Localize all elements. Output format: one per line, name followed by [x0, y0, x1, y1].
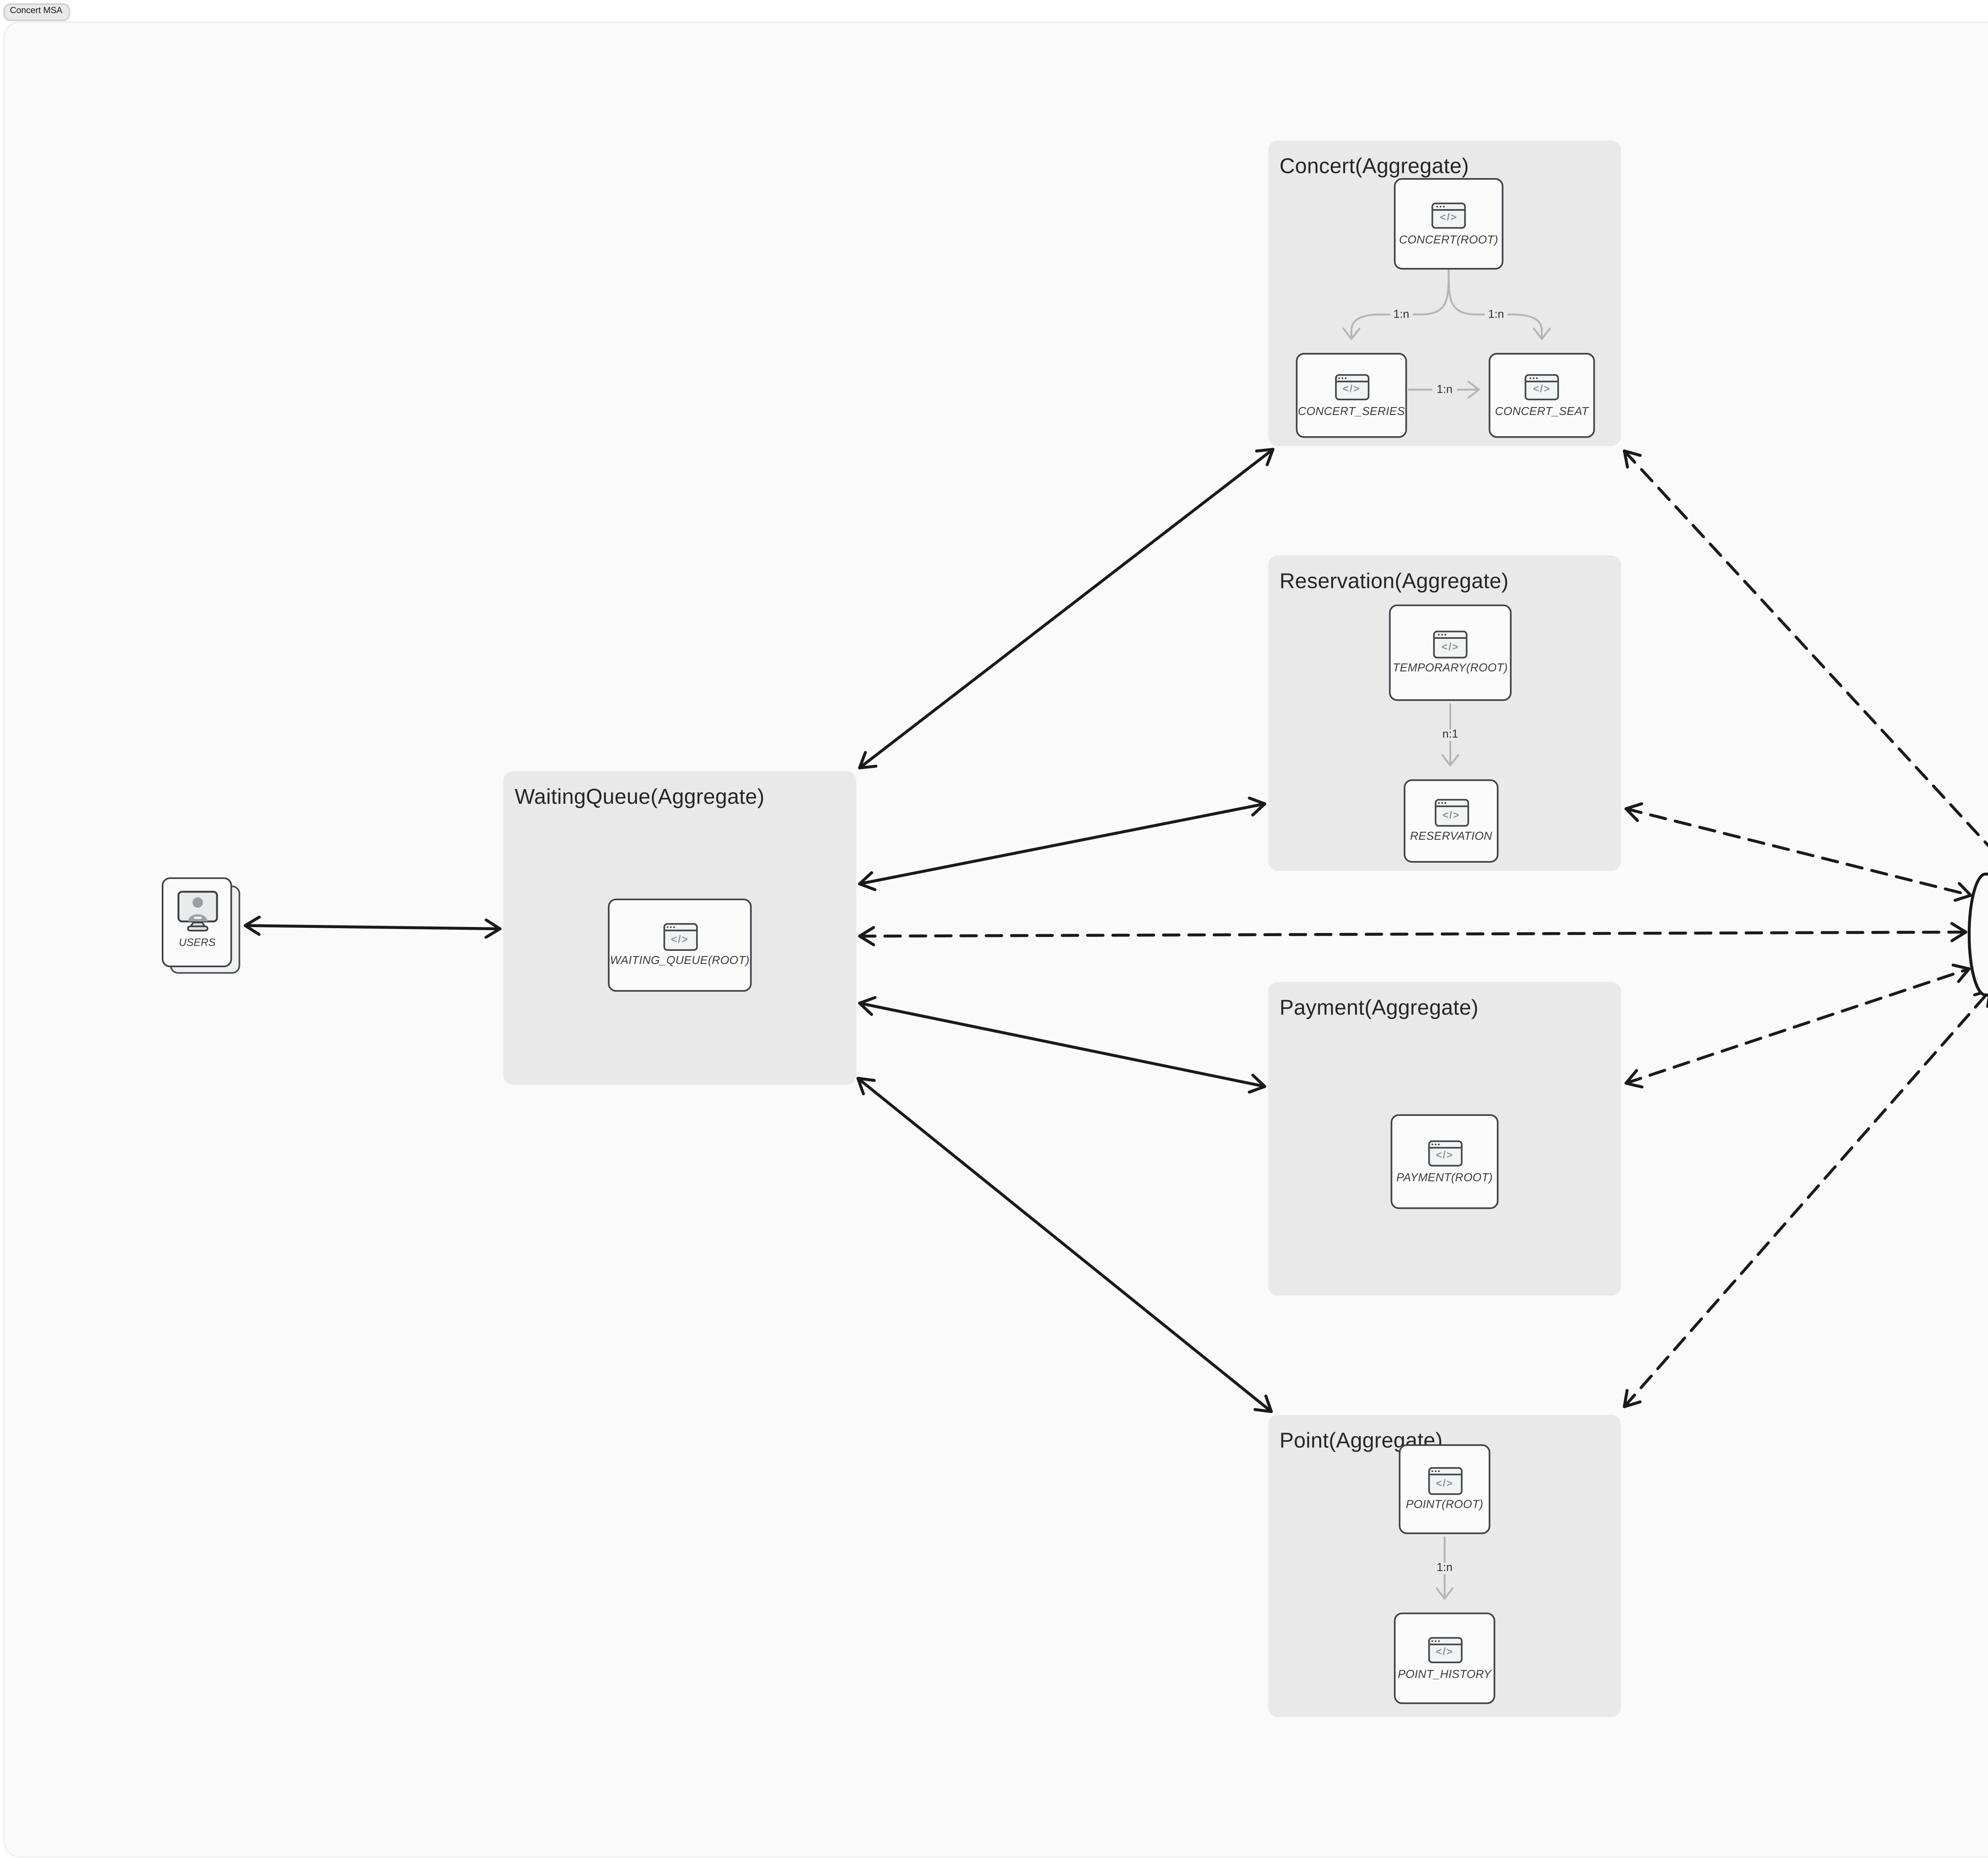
- window-dot: [1445, 802, 1447, 804]
- window-dot: [1435, 1470, 1437, 1472]
- relation-label-series-seat: 1:n: [1432, 384, 1457, 396]
- window-dot: [1438, 1470, 1440, 1472]
- entity-label: CONCERT(ROOT): [1399, 234, 1499, 246]
- window-bar: [1526, 375, 1557, 382]
- code-glyph: </>: [671, 934, 689, 946]
- window-dot: [1439, 205, 1441, 207]
- window-dot: [1432, 1640, 1434, 1642]
- panel-title-concert: Concert(Aggregate): [1279, 153, 1469, 178]
- window-dot: [1338, 377, 1340, 379]
- entity-label: RESERVATION: [1410, 831, 1492, 843]
- entity-card-temporary-root[interactable]: </> TEMPORARY(ROOT): [1389, 604, 1512, 701]
- code-glyph: </>: [1533, 384, 1551, 396]
- entity-label: TEMPORARY(ROOT): [1392, 663, 1508, 675]
- window-dot: [1437, 634, 1439, 636]
- window-bar: [1429, 1141, 1460, 1148]
- aggregate-panel-waitingqueue[interactable]: WaitingQueue(Aggregate): [503, 771, 856, 1085]
- entity-label: PAYMENT(ROOT): [1396, 1172, 1493, 1184]
- code-window-icon: </>: [1524, 373, 1559, 400]
- window-bar: [1433, 204, 1464, 211]
- users-node[interactable]: USERS: [161, 877, 233, 967]
- entity-label: CONCERT_SERIES: [1298, 406, 1405, 418]
- code-glyph: </>: [1442, 810, 1460, 822]
- window-dot: [1444, 634, 1446, 636]
- code-glyph: </>: [1440, 213, 1458, 225]
- window-dot: [1536, 377, 1538, 379]
- window-dot: [1529, 377, 1531, 379]
- window-bar: [1435, 801, 1467, 808]
- entity-card-waiting-queue-root[interactable]: </> WAITING_QUEUE(ROOT): [608, 898, 752, 992]
- window-dot: [1342, 377, 1344, 379]
- entity-card-concert-series[interactable]: </> CONCERT_SERIES: [1296, 353, 1407, 438]
- code-window-icon: </>: [1427, 1139, 1462, 1167]
- entity-card-concert-root[interactable]: </> CONCERT(ROOT): [1394, 178, 1504, 270]
- entity-card-reservation[interactable]: </> RESERVATION: [1404, 779, 1499, 863]
- window-dot: [1438, 1640, 1440, 1642]
- entity-card-point-root[interactable]: </> POINT(ROOT): [1399, 1444, 1491, 1534]
- code-window-icon: </>: [1427, 1467, 1462, 1494]
- code-glyph: </>: [1436, 1647, 1454, 1659]
- panel-title-payment: Payment(Aggregate): [1279, 995, 1479, 1020]
- code-window-icon: </>: [662, 923, 697, 950]
- code-glyph: </>: [1342, 384, 1361, 396]
- relation-label-root-series: 1:n: [1389, 308, 1413, 320]
- window-dot: [1432, 1143, 1434, 1145]
- entity-card-point-history[interactable]: </> POINT_HISTORY: [1394, 1612, 1495, 1704]
- window-dot: [1438, 802, 1440, 804]
- panel-title-reservation: Reservation(Aggregate): [1279, 568, 1509, 593]
- code-glyph: </>: [1436, 1478, 1454, 1490]
- window-dot: [667, 927, 669, 929]
- panel-title-waitingqueue: WaitingQueue(Aggregate): [514, 784, 765, 809]
- code-window-icon: </>: [1431, 202, 1466, 229]
- entity-label: POINT_HISTORY: [1398, 1669, 1492, 1681]
- code-window-icon: </>: [1434, 799, 1468, 826]
- entity-card-concert-seat[interactable]: </> CONCERT_SEAT: [1489, 353, 1595, 438]
- window-dot: [1441, 802, 1443, 804]
- window-dot: [1441, 634, 1442, 636]
- entity-label: CONCERT_SEAT: [1495, 406, 1589, 418]
- window-bar: [1429, 1638, 1460, 1645]
- users-label: USERS: [179, 937, 215, 948]
- window-dot: [1432, 1470, 1434, 1472]
- relation-label-point-history: 1:n: [1432, 1563, 1457, 1574]
- window-bar: [664, 925, 695, 932]
- window-dot: [1532, 377, 1534, 379]
- code-window-icon: </>: [1334, 373, 1369, 400]
- code-window-icon: </>: [1427, 1636, 1462, 1663]
- window-dot: [670, 927, 672, 929]
- window-dot: [1438, 1143, 1440, 1145]
- relation-label-temporary-reservation: n:1: [1438, 729, 1463, 741]
- window-bar: [1429, 1469, 1460, 1476]
- window-dot: [1435, 1640, 1437, 1642]
- code-window-icon: </>: [1433, 630, 1468, 658]
- code-glyph: </>: [1436, 1151, 1454, 1163]
- code-glyph: </>: [1441, 642, 1459, 654]
- window-dot: [674, 927, 676, 929]
- window-dot: [1435, 1143, 1437, 1145]
- window-dot: [1442, 205, 1444, 207]
- entity-label: POINT(ROOT): [1406, 1499, 1483, 1511]
- relation-label-root-seat: 1:n: [1484, 308, 1508, 320]
- window-dot: [1436, 205, 1438, 207]
- entity-label: WAITING_QUEUE(ROOT): [610, 956, 750, 968]
- window-dot: [1345, 377, 1347, 379]
- diagram-title-chip[interactable]: Concert MSA: [2, 3, 70, 21]
- user-monitor-icon: [177, 890, 217, 932]
- entity-card-payment-root[interactable]: </> PAYMENT(ROOT): [1390, 1114, 1499, 1209]
- diagram-canvas[interactable]: [3, 21, 1988, 1858]
- window-bar: [1336, 375, 1367, 382]
- window-bar: [1435, 632, 1466, 640]
